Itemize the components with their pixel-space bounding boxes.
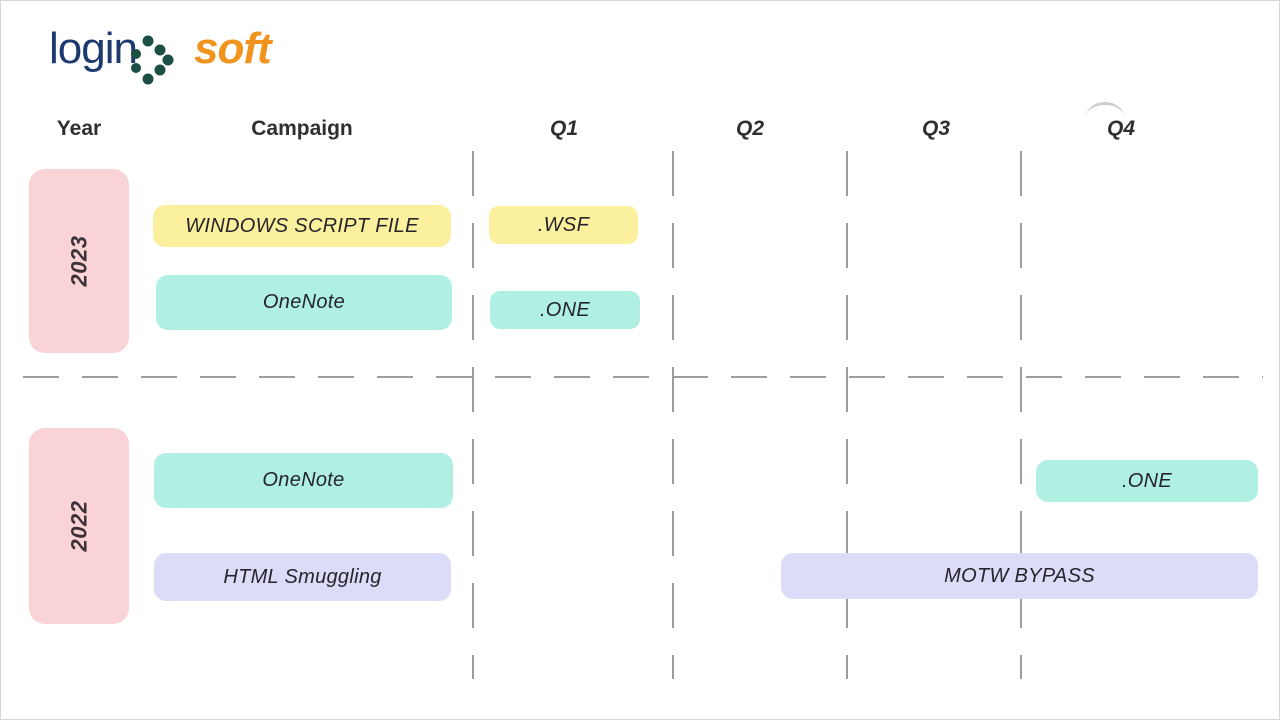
campaign-box-windows-script-file: WINDOWS SCRIPT FILE — [153, 205, 451, 247]
campaign-box-html-smuggling: HTML Smuggling — [154, 553, 451, 601]
quarter-divider-line-3 — [846, 151, 848, 679]
header-campaign: Campaign — [251, 117, 353, 140]
campaign-box-onenote-2023: OneNote — [156, 275, 452, 330]
quarter-divider-line-1 — [472, 151, 474, 679]
logo-text-soft: soft — [194, 24, 272, 73]
quarter-divider-line-4 — [1020, 151, 1022, 679]
header-q2: Q2 — [735, 117, 764, 140]
marker-box-one-2022-q4: .ONE — [1036, 460, 1258, 502]
logo-text-login: login — [49, 24, 138, 73]
stray-mark — [1086, 102, 1124, 117]
quarter-divider-line-2 — [672, 151, 674, 679]
header-q3: Q3 — [921, 117, 950, 140]
marker-box-wsf: .WSF — [489, 206, 638, 244]
header-q4: Q4 — [1106, 117, 1135, 140]
header-q1: Q1 — [549, 117, 578, 140]
marker-box-motw-bypass: MOTW BYPASS — [781, 553, 1258, 599]
year-label-2022: 2022 — [65, 500, 91, 552]
marker-box-one-2023: .ONE — [490, 291, 640, 329]
logo-dots-icon — [128, 34, 176, 91]
year-label-2023: 2023 — [65, 235, 91, 287]
header-year: Year — [56, 117, 102, 140]
year-divider-line — [23, 376, 1263, 378]
year-box-2022: 2022 — [29, 428, 129, 624]
year-box-2023: 2023 — [29, 169, 129, 353]
campaign-box-onenote-2022: OneNote — [154, 453, 453, 508]
